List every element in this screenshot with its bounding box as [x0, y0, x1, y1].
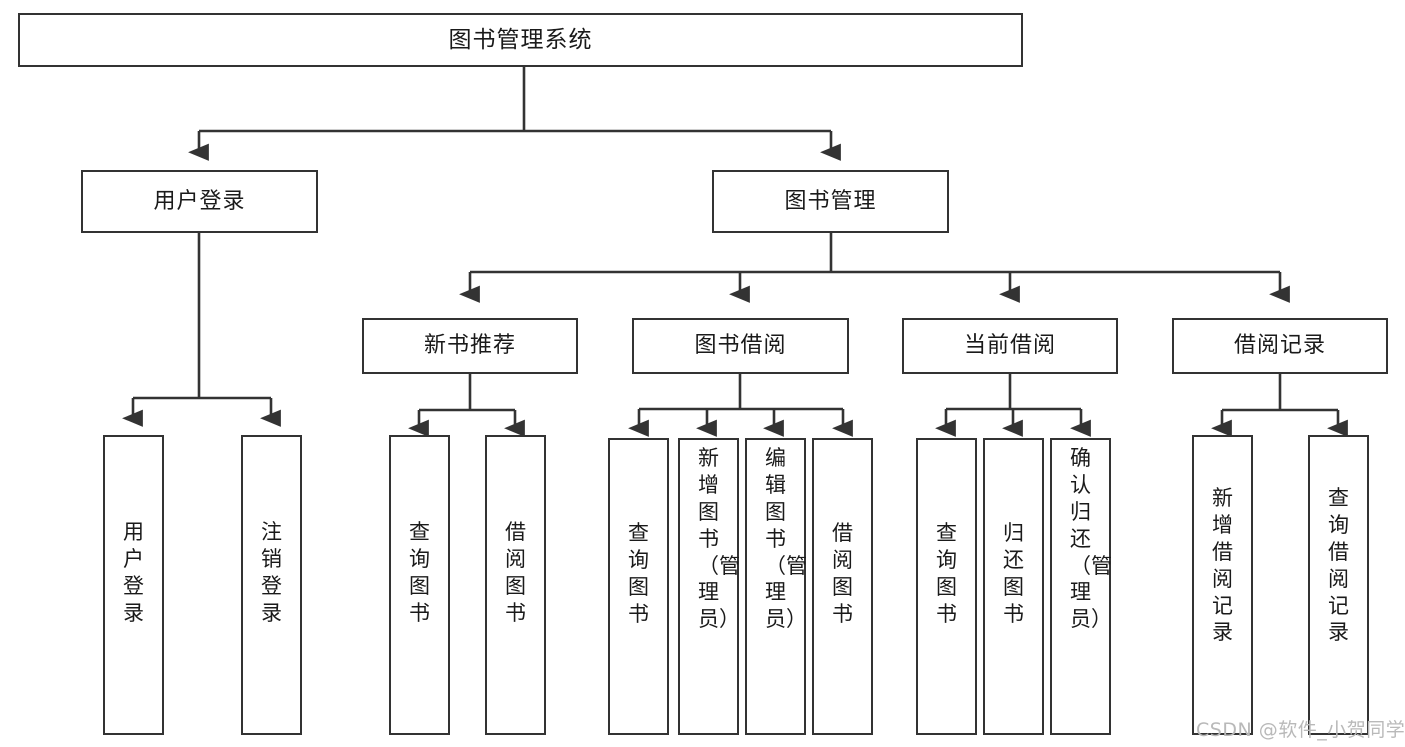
node-borrow-record[interactable]: 借阅记录 [1172, 318, 1388, 374]
node-label: 图书借阅 [694, 333, 787, 359]
watermark-text: CSDN @软件_小贺同学 [1196, 719, 1405, 741]
node-label: 图书管理 [784, 188, 877, 214]
leaf-return-book[interactable]: 归还图书 [983, 438, 1044, 735]
leaf-borrow-book-borrow[interactable]: 借阅图书 [812, 438, 873, 735]
node-label: 新增图书（管理员） [698, 446, 740, 632]
node-label: 借阅图书 [505, 520, 526, 625]
node-label: 新增借阅记录 [1212, 486, 1233, 645]
leaf-query-book-current[interactable]: 查询图书 [916, 438, 977, 735]
node-label: 确认归还（管理员） [1070, 446, 1112, 632]
leaf-confirm-return-admin[interactable]: 确认归还（管理员） [1050, 438, 1112, 735]
node-label: 查询借阅记录 [1328, 486, 1349, 645]
node-book-borrow[interactable]: 图书借阅 [632, 318, 849, 374]
leaf-query-borrow-record[interactable]: 查询借阅记录 [1308, 435, 1369, 735]
node-label: 用户登录 [153, 188, 246, 214]
node-new-book-recommend[interactable]: 新书推荐 [362, 318, 578, 374]
leaf-logout-login[interactable]: 注销登录 [241, 435, 302, 735]
leaf-add-borrow-record[interactable]: 新增借阅记录 [1192, 435, 1253, 735]
node-user-login[interactable]: 用户登录 [81, 170, 318, 233]
node-label: 借阅记录 [1233, 333, 1326, 359]
node-label: 图书管理系统 [448, 26, 593, 53]
node-label: 新书推荐 [423, 333, 516, 359]
node-label: 查询图书 [936, 521, 957, 626]
node-label: 注销登录 [261, 520, 282, 625]
node-label: 查询图书 [409, 520, 430, 625]
leaf-query-book-recommend[interactable]: 查询图书 [389, 435, 450, 735]
node-label: 查询图书 [628, 521, 649, 626]
node-root-system[interactable]: 图书管理系统 [18, 13, 1023, 67]
leaf-borrow-book-recommend[interactable]: 借阅图书 [485, 435, 546, 735]
node-label: 用户登录 [123, 520, 144, 625]
node-label: 归还图书 [1003, 521, 1024, 626]
node-current-borrow[interactable]: 当前借阅 [902, 318, 1118, 374]
node-book-management[interactable]: 图书管理 [712, 170, 949, 233]
leaf-query-book-borrow[interactable]: 查询图书 [608, 438, 669, 735]
leaf-edit-book-admin[interactable]: 编辑图书（管理员） [745, 438, 807, 735]
node-label: 编辑图书（管理员） [765, 446, 807, 632]
node-label: 借阅图书 [832, 521, 853, 626]
leaf-user-login[interactable]: 用户登录 [103, 435, 164, 735]
leaf-add-book-admin[interactable]: 新增图书（管理员） [678, 438, 740, 735]
node-label: 当前借阅 [963, 333, 1056, 359]
